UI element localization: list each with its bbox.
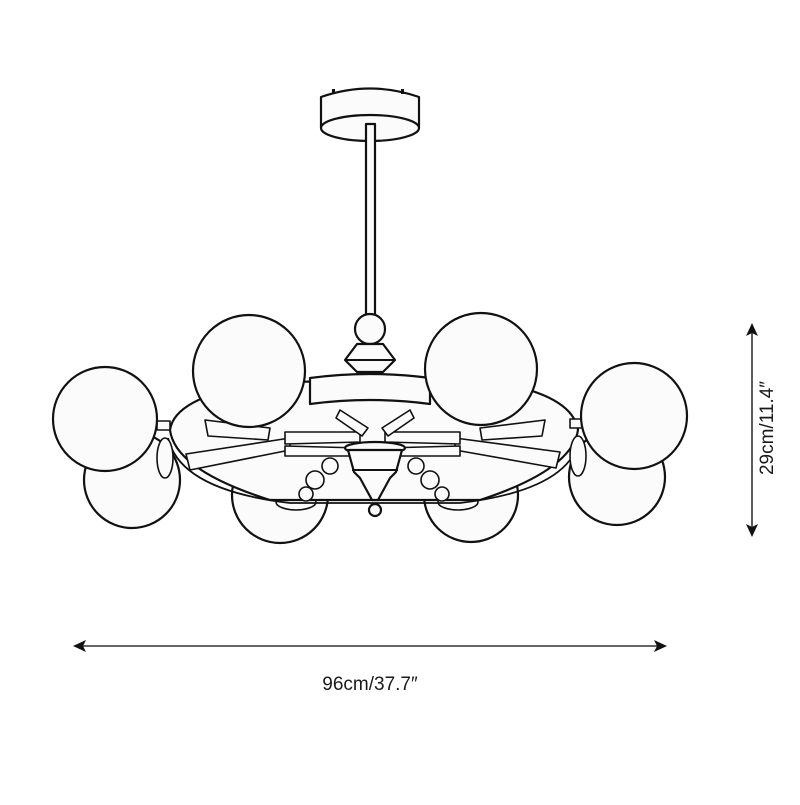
width-dimension-arrow [73, 640, 667, 652]
ring-front-edge [167, 437, 581, 504]
width-dimension-label: 96cm/37.7″ [322, 674, 418, 695]
left-globe-arm [156, 420, 171, 431]
right-socket [569, 435, 587, 477]
rod-ball [353, 312, 387, 346]
height-dimension-arrow [746, 323, 758, 537]
center-hub [343, 440, 407, 518]
top-collar [343, 342, 397, 374]
left-socket [156, 437, 174, 479]
height-dimension-label: 29cm/11.4″ [757, 380, 778, 476]
socket-knobs [298, 457, 450, 502]
upper-globes [51, 311, 689, 473]
down-rod [364, 122, 377, 320]
